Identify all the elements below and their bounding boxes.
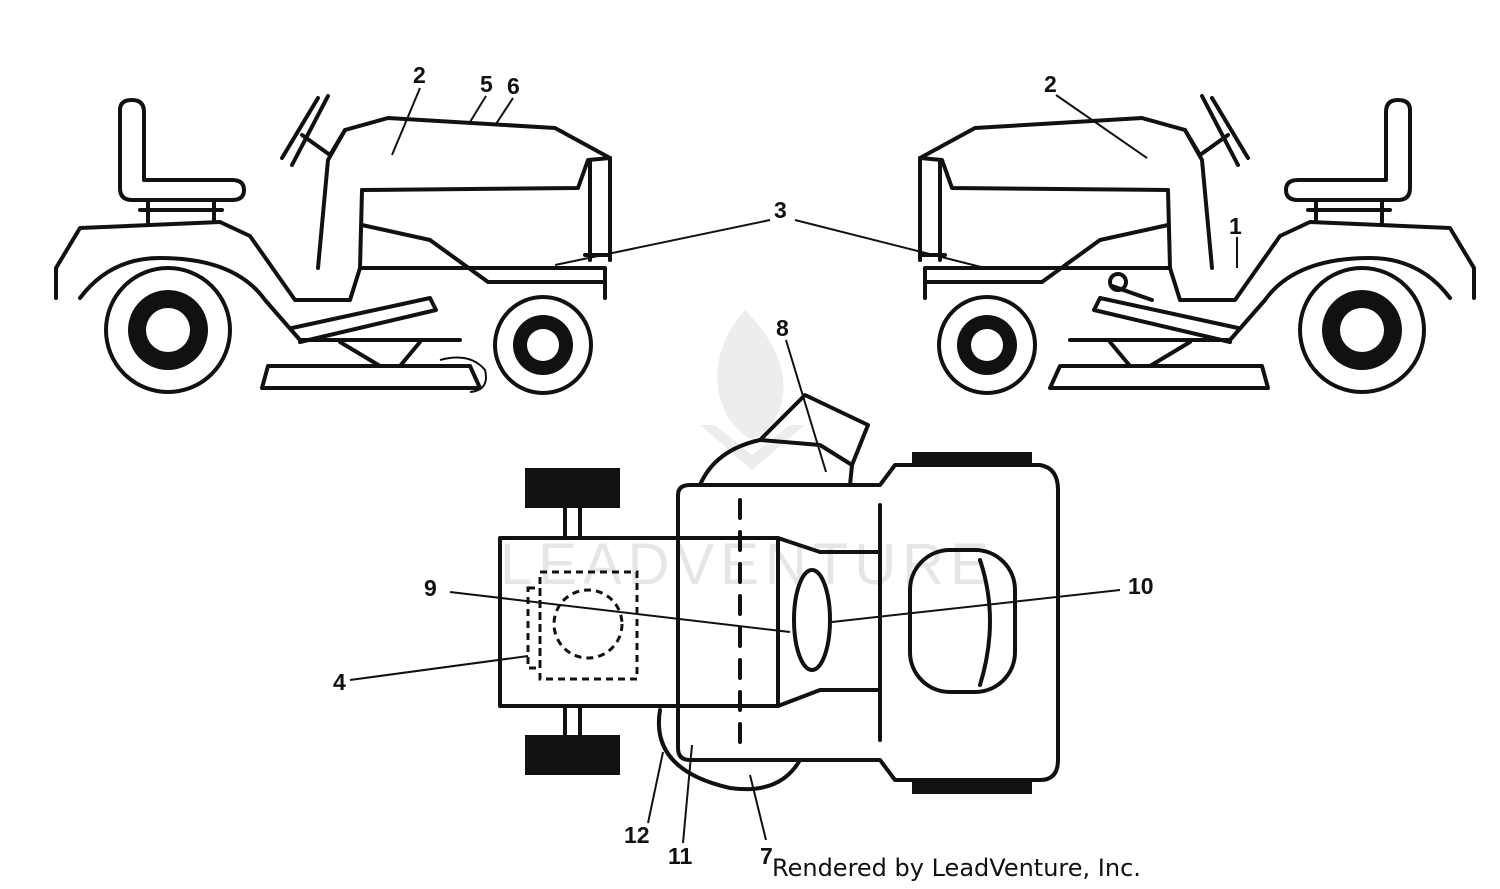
callout-8: 8 (776, 315, 789, 341)
callout-10: 10 (1128, 573, 1154, 599)
watermark: LEADVENTURE (500, 310, 995, 597)
tractor-right-side-view (918, 94, 1476, 395)
render-credit: Rendered by LeadVenture, Inc. (772, 854, 1141, 882)
tractor-top-view (498, 393, 1060, 794)
callout-labels: 2 5 6 3 2 1 8 9 10 4 12 11 7 (333, 62, 1242, 869)
watermark-text: LEADVENTURE (500, 532, 995, 597)
callout-5: 5 (480, 71, 493, 97)
leader-lines (349, 87, 1238, 844)
callout-3: 3 (774, 197, 787, 223)
callout-6: 6 (507, 73, 520, 99)
callout-12: 12 (624, 822, 650, 848)
callout-11: 11 (668, 843, 693, 869)
callout-7: 7 (760, 843, 773, 869)
callout-2-right: 2 (1044, 71, 1057, 97)
watermark-flame-icon (717, 310, 784, 440)
callout-2-left: 2 (413, 62, 426, 88)
callout-9: 9 (424, 575, 437, 601)
watermark-chevron-icon (700, 425, 805, 470)
tractor-left-side-view (54, 94, 612, 395)
callout-4: 4 (333, 669, 346, 695)
callout-1: 1 (1229, 213, 1242, 239)
